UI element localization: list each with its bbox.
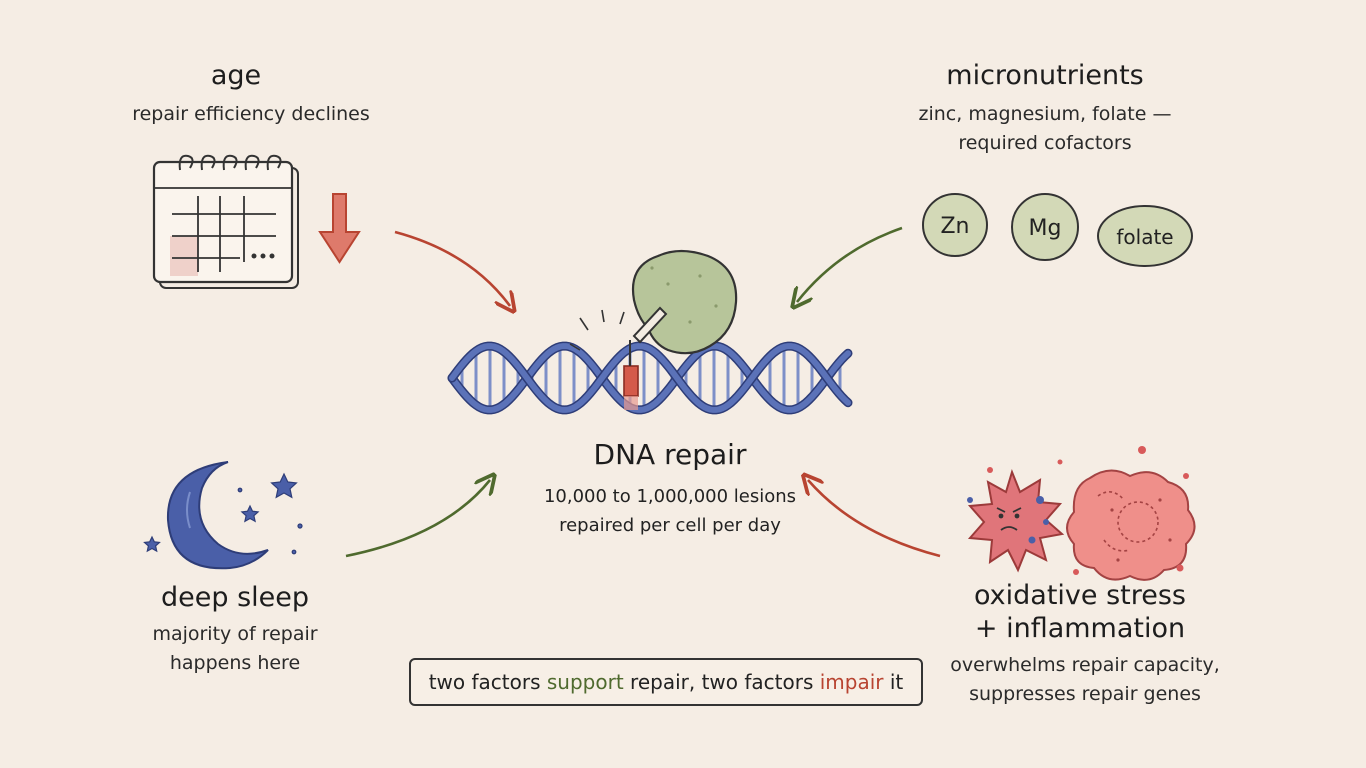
micronutrients-title: micronutrients	[946, 60, 1144, 91]
repair-enzyme-icon	[569, 249, 738, 410]
svg-text:folate: folate	[1116, 225, 1173, 249]
dna-repair-line-2: repaired per cell per day	[559, 515, 781, 536]
svg-text:Mg: Mg	[1029, 216, 1062, 241]
sleep-line-2: happens here	[169, 652, 301, 674]
summary-impair-word: impair	[819, 670, 884, 694]
sleep-line-1: majority of repair	[152, 623, 318, 645]
arrow-stress-to-repair	[808, 480, 941, 558]
dna-helix-icon	[447, 341, 853, 415]
arrow-micronutrients-to-repair	[797, 226, 903, 302]
inflamed-cell-icon	[987, 446, 1196, 581]
dna-repair-title: DNA repair	[593, 438, 747, 471]
calendar-icon	[152, 154, 299, 289]
stress-line-1: overwhelms repair capacity,	[950, 654, 1220, 676]
arrow-age-to-repair	[394, 230, 510, 306]
down-arrow-icon	[318, 193, 361, 264]
star-icon	[143, 472, 303, 555]
summary-box: two factors support repair, two factors …	[409, 658, 923, 706]
age-title: age	[210, 60, 262, 91]
stress-line-2: suppresses repair genes	[969, 683, 1201, 705]
micronutrients-line-2: required cofactors	[958, 132, 1132, 154]
stress-title-line-2: + inflammation	[974, 613, 1186, 644]
folate-token-icon: folate	[1097, 205, 1193, 267]
sleep-title: deep sleep	[160, 582, 309, 613]
zinc-token-icon: Zn	[922, 193, 988, 257]
summary-support-word: support	[546, 670, 624, 694]
magnesium-token-icon: Mg	[1011, 193, 1079, 261]
summary-part-1: two factors	[428, 670, 547, 694]
summary-part-2: repair, two factors	[623, 670, 820, 694]
moon-icon	[166, 461, 269, 570]
arrow-sleep-to-repair	[345, 480, 490, 558]
free-radical-icon	[967, 468, 1065, 573]
dna-strand	[449, 343, 851, 413]
stress-title-line-1: oxidative stress	[973, 580, 1187, 611]
dna-repair-line-1: 10,000 to 1,000,000 lesions	[543, 486, 797, 507]
dna-strand	[449, 343, 851, 413]
micronutrients-line-1: zinc, magnesium, folate —	[918, 103, 1172, 125]
age-description: repair efficiency declines	[132, 103, 370, 125]
svg-text:Zn: Zn	[940, 214, 969, 239]
summary-part-3: it	[883, 670, 904, 694]
